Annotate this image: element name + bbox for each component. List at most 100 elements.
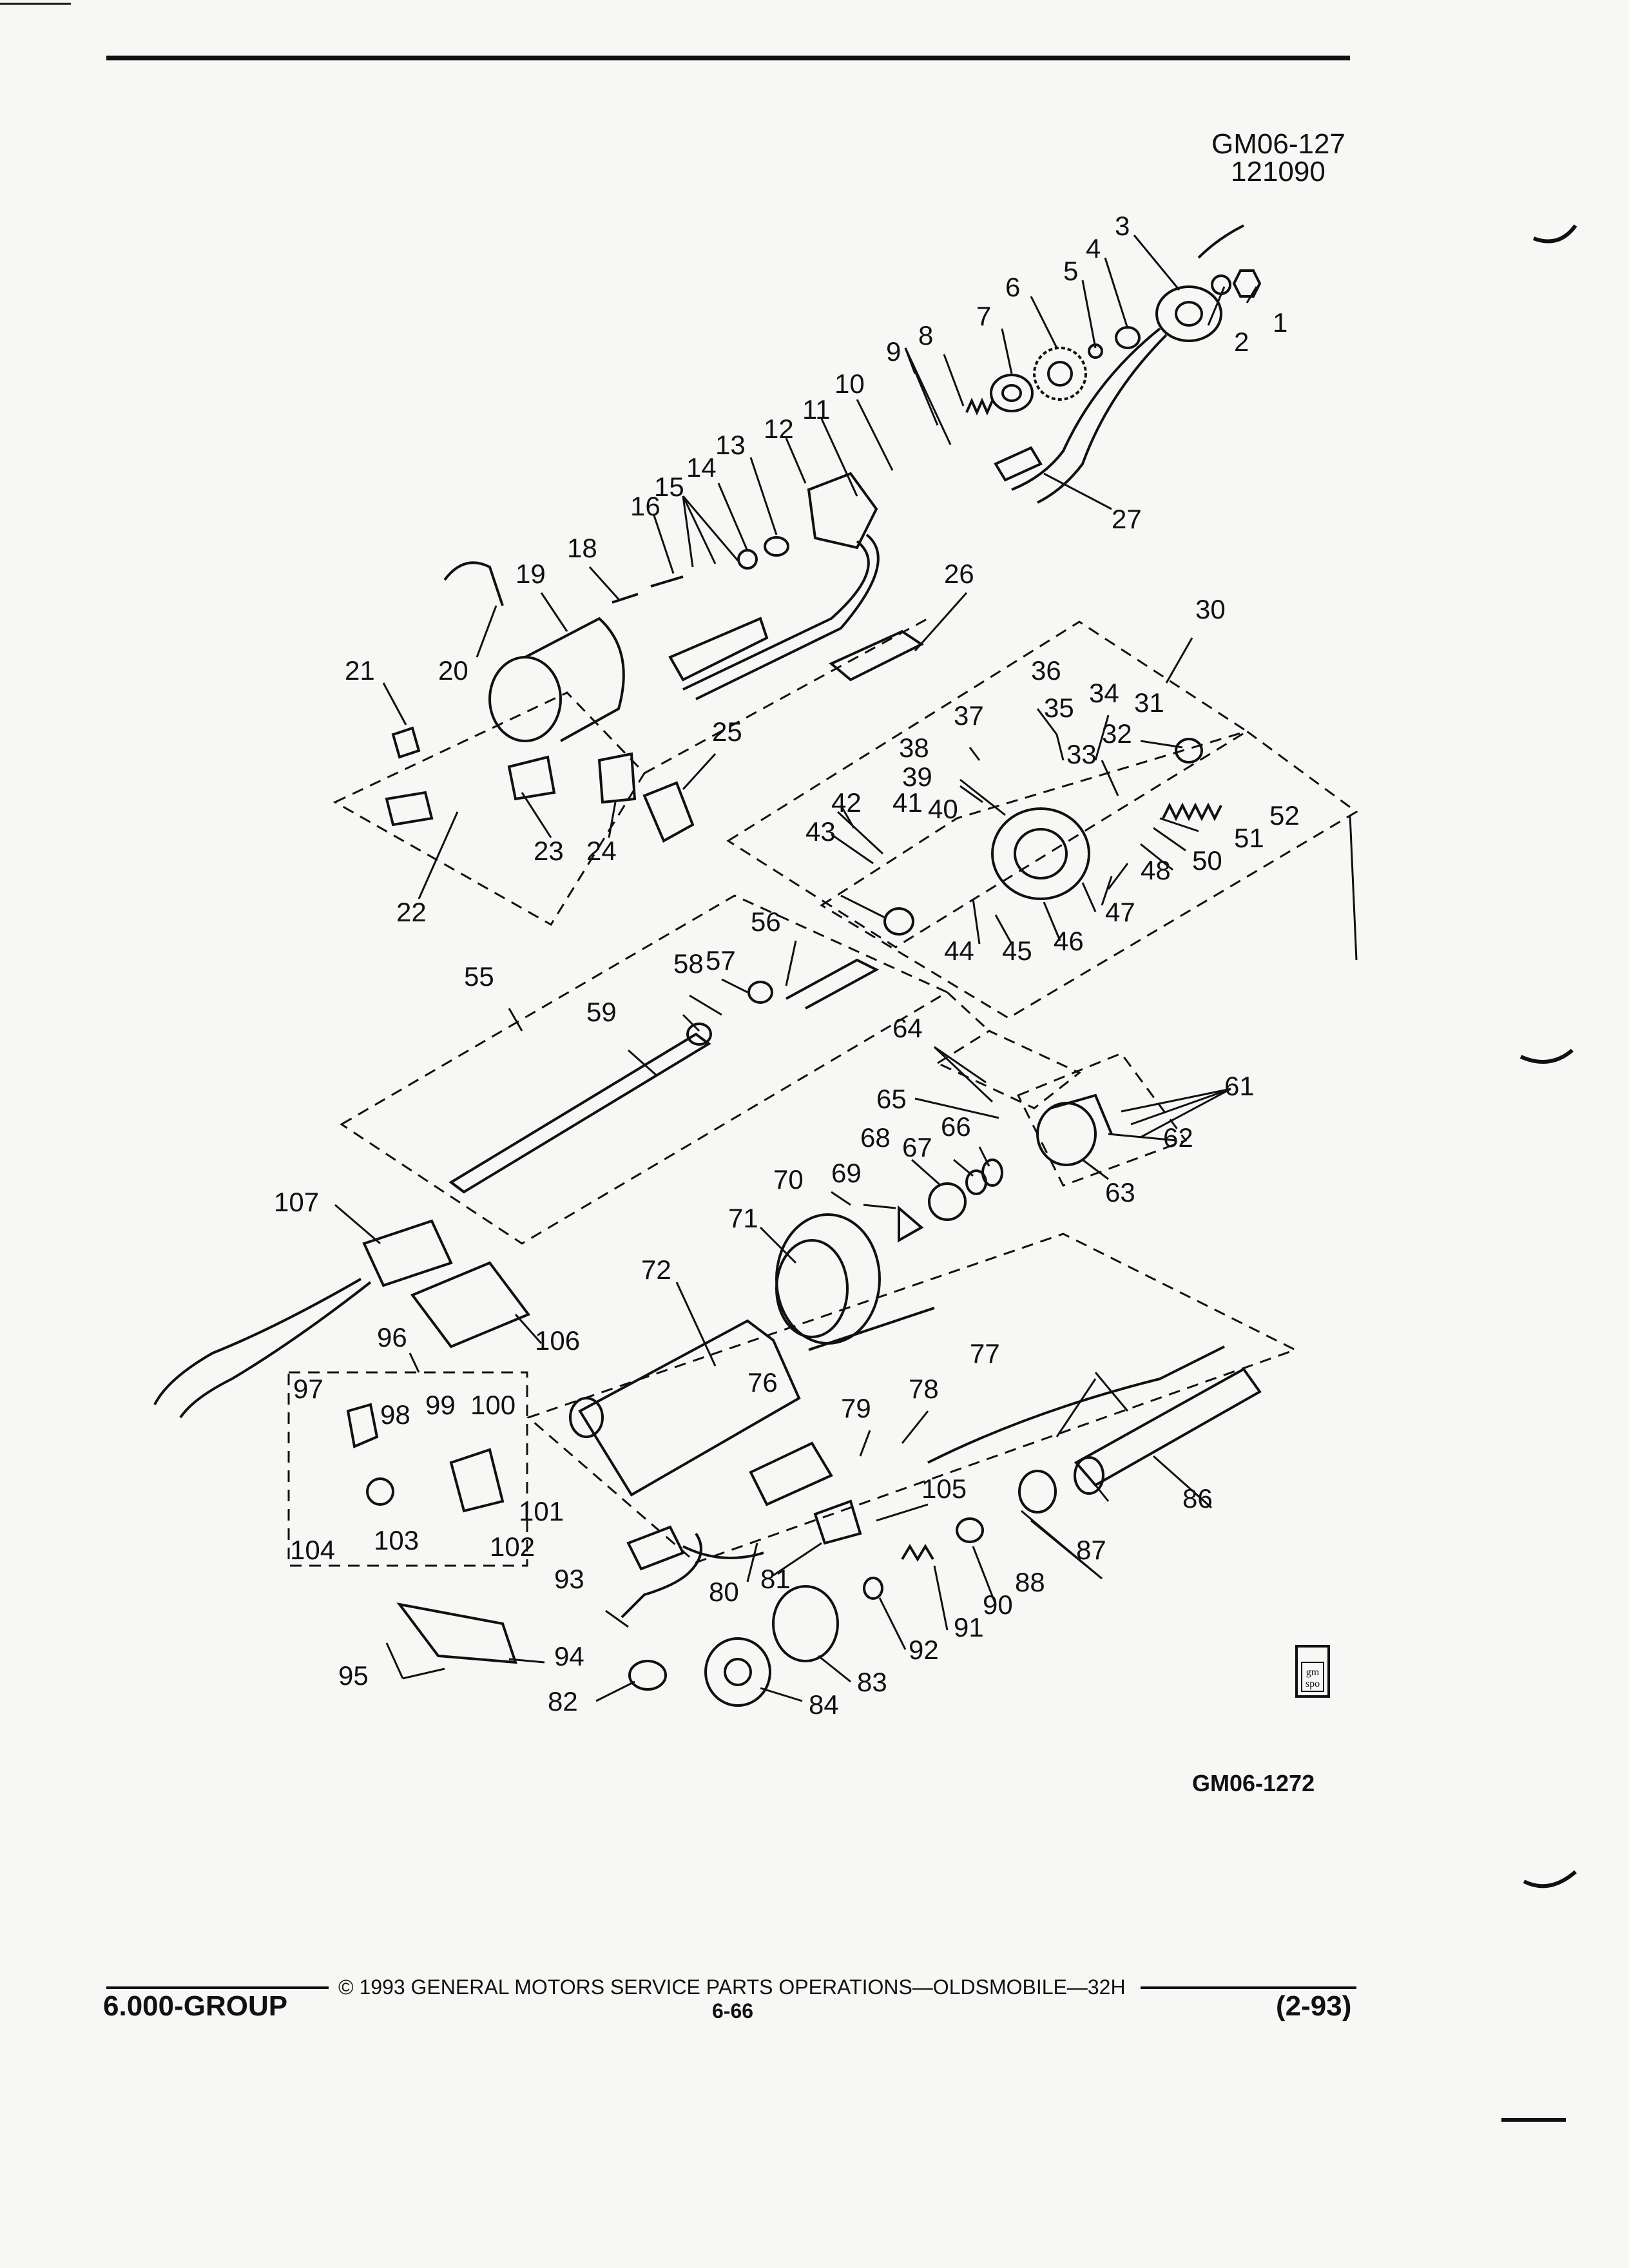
svg-text:gm: gm [1306, 1667, 1320, 1678]
footer-page-number: 6-66 [712, 1999, 754, 2023]
callout-label: 82 [548, 1686, 578, 1716]
callout-label: 87 [1076, 1535, 1106, 1565]
callout-label: 97 [293, 1374, 323, 1404]
callout-label: 36 [1031, 655, 1061, 686]
callout-label: 22 [396, 897, 427, 927]
callout-label: 101 [519, 1496, 564, 1526]
callout-label: 30 [1195, 594, 1226, 624]
callout-label: 5 [1063, 256, 1079, 286]
callout-label: 107 [274, 1187, 320, 1217]
callout-label: 34 [1089, 678, 1119, 708]
callout-label: 35 [1044, 693, 1074, 723]
callout-label: 104 [290, 1535, 336, 1565]
dashed-group-boxes [287, 617, 1358, 1567]
callout-label: 23 [534, 836, 564, 866]
callout-label: 10 [834, 369, 865, 399]
figure-date: 121090 [1231, 156, 1325, 187]
callout-label: 62 [1163, 1122, 1193, 1153]
callout-label: 47 [1105, 897, 1135, 927]
callout-label: 78 [909, 1374, 939, 1404]
margin-marks [1501, 224, 1577, 2122]
callout-label: 59 [586, 997, 617, 1027]
callout-label: 100 [470, 1390, 516, 1420]
callout-label: 42 [831, 787, 862, 818]
callout-label: 92 [909, 1635, 939, 1665]
callout-label: 3 [1115, 211, 1130, 241]
callout-label: 52 [1269, 800, 1300, 831]
callout-label: 94 [554, 1641, 584, 1671]
callout-label: 71 [728, 1203, 758, 1233]
callout-label: 13 [715, 430, 746, 460]
callout-label: 96 [377, 1322, 407, 1352]
callout-label: 20 [438, 655, 468, 686]
figure-code: GM06-1272 [1192, 1770, 1315, 1796]
callout-label: 64 [892, 1013, 923, 1043]
callout-label: 25 [712, 716, 742, 747]
callout-label: 8 [918, 320, 934, 351]
callout-label: 79 [841, 1393, 871, 1423]
callout-label: 56 [751, 907, 781, 937]
callout-label: 90 [983, 1590, 1013, 1620]
callout-label: 7 [976, 301, 992, 331]
callout-label: 93 [554, 1564, 584, 1594]
callout-label: 66 [941, 1111, 971, 1142]
callout-label: 21 [345, 655, 375, 686]
callout-label: 11 [802, 394, 831, 425]
leader-lines [334, 235, 1258, 1702]
callout-label: 72 [641, 1254, 671, 1285]
gm-spo-logo: gm spo [1295, 1645, 1330, 1698]
callout-label: 95 [338, 1660, 369, 1691]
callout-label: 77 [970, 1338, 1000, 1369]
callout-label: 86 [1182, 1483, 1213, 1514]
callout-label: 4 [1086, 233, 1101, 264]
callout-label: 50 [1192, 845, 1222, 876]
callout-label: 63 [1105, 1177, 1135, 1207]
figure-ref: GM06-127 [1211, 128, 1345, 160]
callout-label: 45 [1002, 936, 1032, 966]
callout-label: 51 [1234, 823, 1264, 853]
callout-label: 38 [899, 733, 929, 763]
callout-label: 43 [805, 816, 836, 847]
callout-label: 14 [686, 452, 717, 483]
callout-label: 58 [673, 948, 704, 979]
callout-label: 19 [516, 559, 546, 589]
callout-label: 99 [425, 1390, 456, 1420]
callout-label: 68 [860, 1122, 891, 1153]
callout-label: 31 [1134, 687, 1164, 718]
callout-label: 76 [747, 1367, 778, 1398]
callout-label: 12 [764, 414, 794, 444]
callout-label: 102 [490, 1532, 535, 1562]
callout-label: 44 [944, 936, 974, 966]
callout-label: 15 [654, 472, 684, 502]
callout-label: 81 [760, 1564, 791, 1594]
callout-label: 18 [567, 533, 597, 563]
footer-date: (2-93) [1276, 1990, 1352, 2022]
callout-label: 91 [954, 1612, 984, 1642]
component-drawings [153, 224, 1262, 1707]
callout-label: 1 [1273, 307, 1288, 338]
callout-label: 9 [886, 336, 901, 367]
callout-label: 80 [709, 1577, 739, 1607]
callout-label: 106 [535, 1325, 581, 1356]
callout-label: 69 [831, 1158, 862, 1188]
callout-label: 16 [630, 491, 660, 521]
callout-label: 65 [876, 1084, 907, 1114]
callout-label: 98 [380, 1399, 410, 1430]
callout-label: 57 [706, 945, 736, 975]
callout-label: 27 [1112, 504, 1142, 534]
callout-label: 46 [1054, 926, 1084, 956]
callout-label: 32 [1102, 718, 1132, 749]
callout-label: 84 [809, 1689, 839, 1720]
footer-group: 6.000-GROUP [103, 1990, 288, 2022]
callout-label: 103 [374, 1525, 419, 1555]
callout-label: 48 [1141, 855, 1171, 885]
callout-label: 55 [464, 961, 494, 992]
callout-label: 88 [1015, 1567, 1045, 1597]
callout-label: 67 [902, 1132, 932, 1162]
callout-label: 83 [857, 1667, 887, 1697]
callout-label: 24 [586, 836, 617, 866]
callout-label: 2 [1234, 327, 1249, 357]
callout-label: 40 [928, 794, 958, 824]
callout-label: 33 [1066, 739, 1097, 769]
